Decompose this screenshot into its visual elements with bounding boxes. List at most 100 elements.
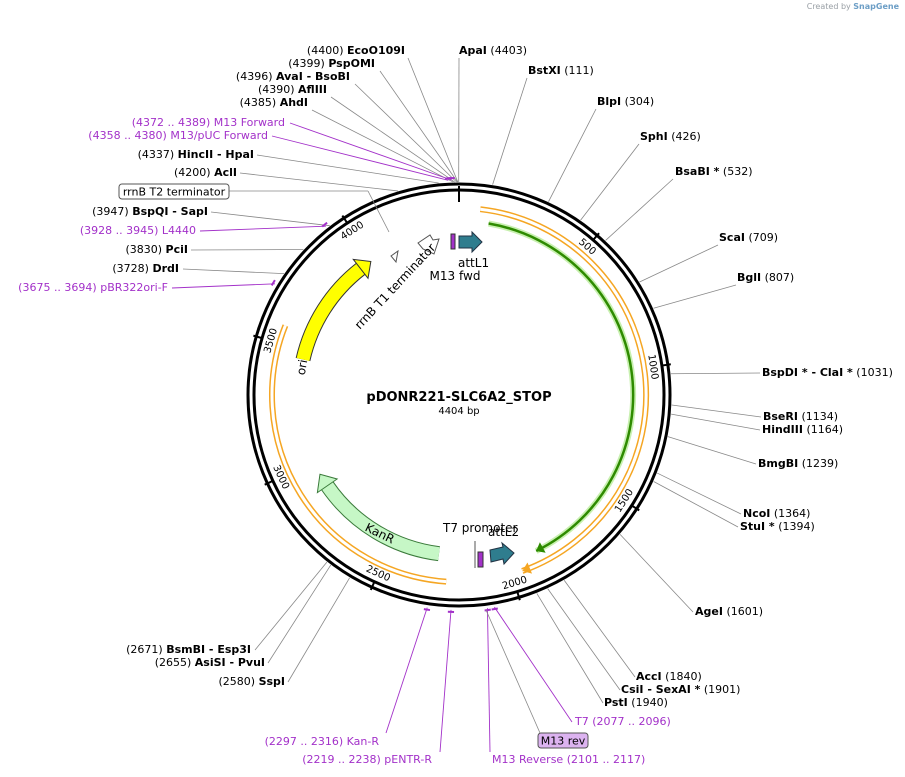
- site-leader-line: [657, 472, 742, 515]
- primer-label: (3675 .. 3694) pBR322ori-F: [18, 281, 168, 294]
- ruler-tick: [631, 504, 640, 512]
- primer-mark: [270, 279, 276, 286]
- attl2-label: attL2: [488, 525, 519, 539]
- backbone-feature-core: [270, 324, 447, 584]
- primer-label: (4372 .. 4389) M13 Forward: [132, 116, 285, 129]
- ruler-tick: [516, 591, 521, 601]
- label-leader-lines: [171, 57, 762, 753]
- site-leader-line: [492, 77, 528, 185]
- m13rev-box-label: M13 rev: [541, 735, 586, 748]
- primer-mark: [423, 608, 431, 612]
- site-leader-line: [639, 244, 719, 283]
- plasmid-name: pDONR221-SLC6A2_STOP: [366, 390, 551, 405]
- site-leader-line: [256, 154, 439, 184]
- site-label: StuI * (1394): [740, 520, 815, 533]
- site-leader-line: [254, 561, 328, 651]
- plasmid-length: 4404 bp: [438, 406, 479, 417]
- ruler-tick-label: 4000: [339, 220, 366, 243]
- ori-arrow-body: [296, 263, 365, 362]
- m13-rev-mark: [477, 551, 484, 568]
- site-label: (4385) AhdI: [240, 96, 308, 109]
- site-leader-line: [667, 436, 757, 465]
- site-label: BlpI (304): [597, 95, 654, 108]
- site-leader-line: [311, 109, 454, 183]
- sites-right-labels: ApaI (4403) BstXI (111) BlpI (304) SphI …: [459, 44, 893, 709]
- snapgene-credit: Created by SnapGene: [807, 2, 899, 11]
- site-label: BspDI * - ClaI * (1031): [762, 366, 893, 379]
- site-leader-line: [330, 96, 455, 183]
- site-leader-line: [536, 593, 604, 704]
- site-label: (4200) AclI: [174, 166, 237, 179]
- site-label: HindIII (1164): [762, 423, 843, 436]
- site-label: (3728) DrdI: [112, 262, 179, 275]
- site-leader-line: [653, 284, 737, 309]
- orf-outer-arrowhead: [522, 562, 533, 574]
- primer-leader-line: [486, 608, 491, 753]
- site-leader-line: [267, 564, 332, 664]
- ruler-tick: [264, 479, 274, 486]
- ruler-tick: [341, 215, 349, 224]
- site-leader-line: [239, 172, 398, 192]
- rrnb-t2-mark: [390, 249, 399, 264]
- site-leader-line: [287, 577, 350, 683]
- ruler-tick: [661, 363, 671, 367]
- kanr-arrow-body: [321, 482, 440, 561]
- sites-left-labels: (4400) EcoO109I (4399) PspOMI (4396) Ava…: [92, 44, 405, 688]
- primer-labels: (4372 .. 4389) M13 Forward (4358 .. 4380…: [18, 116, 671, 766]
- primer-label: (4358 .. 4380) M13/pUC Forward: [88, 129, 268, 142]
- site-leader-line: [653, 481, 739, 528]
- site-label: (4337) HincII - HpaI: [138, 148, 254, 161]
- primer-label: (2219 .. 2238) pENTR-R: [302, 753, 432, 766]
- m13rev-leader-line: [485, 609, 541, 734]
- features-layer: [269, 206, 650, 585]
- site-label: (4396) AvaI - BsoBI: [236, 70, 350, 83]
- m13rev-box: [537, 732, 589, 749]
- site-leader-line: [671, 413, 761, 431]
- ruler-tick: [253, 334, 263, 340]
- kanr-arrowhead: [316, 473, 339, 494]
- terminator-box-label: rrnB T2 terminator: [123, 186, 226, 199]
- site-leader-line: [605, 178, 674, 241]
- site-leader-line: [354, 83, 457, 183]
- primer-leader-line: [289, 122, 452, 181]
- terminator-box: [118, 183, 230, 200]
- site-leader-line: [563, 579, 636, 678]
- primer-leader-line: [271, 135, 449, 181]
- m13-fwd-mark: [450, 233, 456, 250]
- orf-inner-arrowhead: [536, 542, 546, 553]
- primer-label: (3928 .. 3945) L4440: [80, 224, 196, 237]
- primer-leader-line: [199, 225, 326, 232]
- attl1-label: attL1: [458, 256, 489, 270]
- site-label: NcoI (1364): [743, 507, 810, 520]
- site-label: PstI (1940): [604, 696, 668, 709]
- ori-label: ori: [294, 358, 310, 376]
- site-label: BsaBI * (532): [675, 165, 753, 178]
- site-label: (3947) BspQI - SapI: [92, 205, 208, 218]
- site-leader-line: [210, 211, 330, 227]
- site-label: (2580) SspI: [218, 675, 285, 688]
- site-leader-line: [182, 268, 284, 275]
- site-label: CsiI - SexAI * (1901): [621, 683, 740, 696]
- orf-outer-core: [480, 207, 648, 573]
- site-label: (4399) PspOMI: [288, 57, 375, 70]
- kanr-label: KanR: [363, 520, 397, 546]
- t7-promoter-label: T7 promoter: [442, 521, 518, 535]
- credit-brand: SnapGene: [853, 2, 899, 11]
- site-label: (4400) EcoO109I: [307, 44, 405, 57]
- primer-leader-line: [385, 607, 428, 734]
- primer-leader-line: [439, 609, 452, 753]
- site-leader-line: [548, 108, 597, 202]
- site-leader-line: [547, 588, 621, 691]
- orf-inner-core: [488, 222, 635, 553]
- ruler-tick: [592, 232, 600, 241]
- site-label: ApaI (4403): [459, 44, 527, 57]
- primer-mark: [321, 221, 328, 228]
- site-label: BseRI (1134): [763, 410, 838, 423]
- site-label: ScaI (709): [719, 231, 778, 244]
- primer-mark: [484, 608, 491, 612]
- site-label: AccI (1840): [636, 670, 702, 683]
- site-leader-line: [379, 70, 458, 183]
- site-label: (2671) BsmBI - Esp3I: [126, 643, 251, 656]
- primer-label: T7 (2077 .. 2096): [574, 715, 671, 728]
